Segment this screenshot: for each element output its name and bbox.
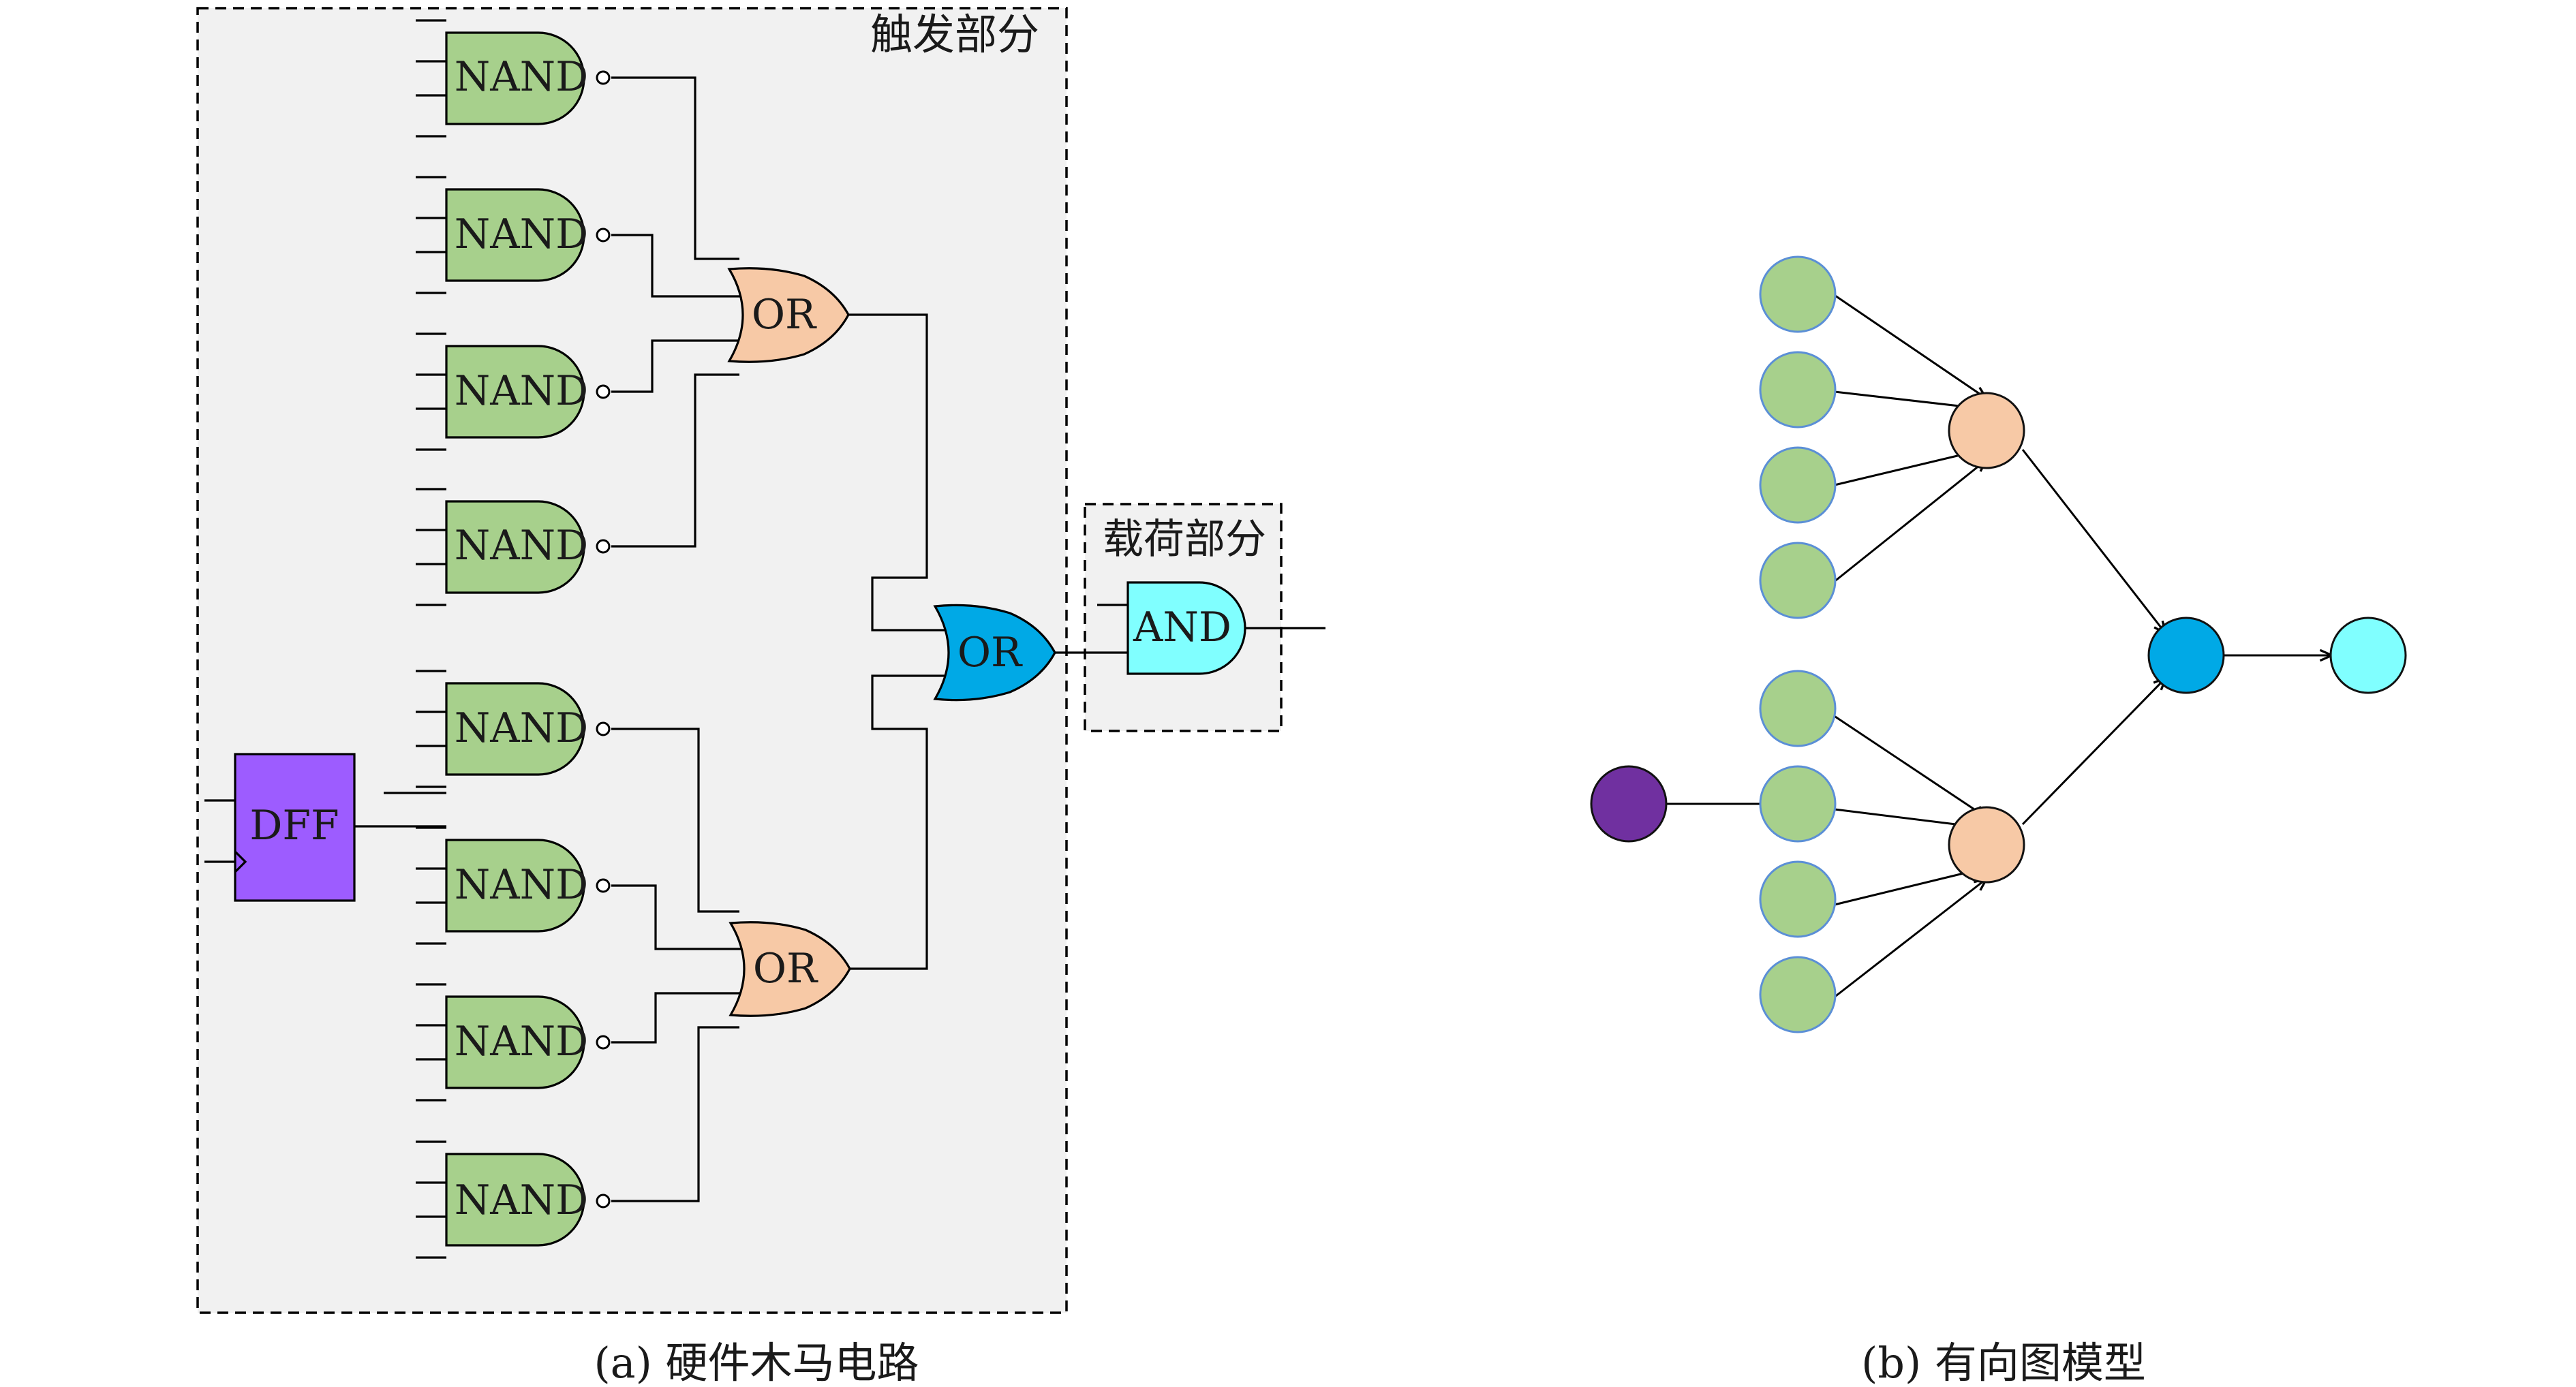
graph-caption: (b) 有向图模型 — [1861, 1338, 2146, 1387]
graph-node-input — [1759, 351, 1837, 428]
nand-gate-label: NAND — [455, 1176, 588, 1224]
graph-node-input — [1759, 860, 1837, 938]
graph-node-or-final — [2147, 617, 2225, 694]
graph-edge — [1833, 460, 1987, 584]
graph-node-dff — [1590, 765, 1668, 843]
circuit-caption: (a) 硬件木马电路 — [594, 1338, 919, 1387]
payload-region-label: 载荷部分 — [1103, 516, 1266, 563]
circuit-panel: 触发部分 载荷部分 — [196, 7, 1325, 1387]
nand-gates: NAND NAND NAND NAND — [416, 19, 611, 1259]
graph-node-or-bottom — [1948, 806, 2025, 884]
nand-gate-label: NAND — [455, 861, 588, 909]
dff-label: DFF — [249, 802, 339, 850]
graph-node-input — [1759, 670, 1837, 747]
graph-edge — [1833, 879, 1987, 999]
or-gate-final-label: OR — [957, 629, 1023, 676]
nand-gate: NAND — [416, 488, 611, 606]
graph-edge — [2021, 449, 2166, 634]
graph-node-input — [1759, 542, 1837, 619]
or-gate-bottom-label: OR — [753, 945, 818, 993]
nand-gate-label: NAND — [455, 53, 588, 101]
or-gate-top: OR — [727, 267, 850, 363]
graph-panel: (b) 有向图模型 — [1590, 255, 2407, 1387]
graph-node-input — [1759, 446, 1837, 524]
nand-gate: NAND — [416, 19, 611, 138]
graph-node-input — [1759, 765, 1837, 843]
and-gate: AND — [1126, 581, 1246, 675]
nand-gate-label: NAND — [455, 522, 588, 570]
nand-gate-label: NAND — [455, 367, 588, 415]
nand-gate: NAND — [416, 826, 611, 945]
graph-node-input — [1759, 956, 1837, 1033]
graph-edge — [2021, 678, 2166, 826]
nand-gate: NAND — [416, 332, 611, 451]
nand-gate-label: NAND — [455, 704, 588, 752]
nand-gate: NAND — [416, 983, 611, 1102]
nand-gate: NAND — [416, 1140, 611, 1259]
graph-edge — [1834, 869, 1983, 906]
graph-edge — [1833, 293, 1987, 399]
circuit-wires — [204, 76, 1325, 1202]
graph-edge — [1833, 714, 1987, 817]
or-gate-bottom: OR — [729, 921, 851, 1017]
nand-gate: NAND — [416, 176, 611, 294]
or-gate-final: OR — [933, 604, 1056, 702]
and-gate-label: AND — [1133, 604, 1231, 651]
trigger-region-label: 触发部分 — [870, 10, 1039, 59]
nand-gate-label: NAND — [455, 1018, 588, 1065]
graph-nodes — [1590, 255, 2407, 1033]
dff-block: DFF — [234, 753, 356, 902]
or-gate-top-label: OR — [752, 291, 817, 339]
nand-gate-label: NAND — [455, 211, 588, 258]
graph-node-or-top — [1948, 392, 2025, 469]
trigger-region — [196, 7, 1068, 1314]
graph-node-and — [2329, 617, 2407, 694]
nand-gate: NAND — [416, 670, 611, 788]
graph-node-input — [1759, 255, 1837, 333]
